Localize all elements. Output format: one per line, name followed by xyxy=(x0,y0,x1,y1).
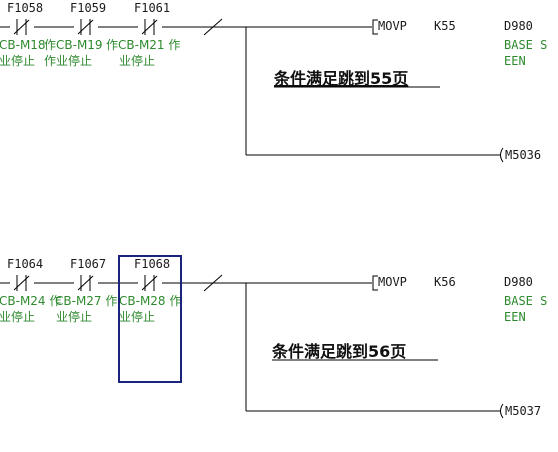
rung-1-instruction-bracket[interactable] xyxy=(372,19,378,35)
rung-2-note: 条件满足跳到56页 xyxy=(271,342,406,361)
rung-1: F1058 F1059 F1061 CB-M18 业停止 作CB-M19 作业停… xyxy=(0,1,547,163)
rung-1-contact-3-device: F1061 xyxy=(134,1,170,15)
rung-1-contact-2-comment-1: 作CB-M19 xyxy=(44,38,103,52)
rung-1-break-mark xyxy=(203,18,223,36)
rung-2-instruction-op: MOVP xyxy=(378,275,407,289)
rung-1-contact-3-comment-1: 作CB-M21 作 xyxy=(106,38,180,52)
rung-2-contact-1-comment-1: CB-M24 作 xyxy=(0,294,61,308)
rung-2-contact-3-device: F1068 xyxy=(134,257,170,271)
rung-1-dst-comment-1: BASE S xyxy=(504,38,547,52)
rung-2-instruction-src: K56 xyxy=(434,275,456,289)
rung-1-contact-3[interactable] xyxy=(138,19,162,35)
rung-1-coil-paren[interactable] xyxy=(500,147,504,163)
rung-1-instruction-dst: D980 xyxy=(504,19,533,33)
rung-2-contact-1[interactable] xyxy=(10,275,34,291)
rung-1-contact-2-comment-2: 作业停止 xyxy=(44,53,92,68)
rung-2-coil-paren[interactable] xyxy=(500,403,504,419)
rung-1-coil-device: M5036 xyxy=(505,148,541,162)
rung-2-dst-comment-2: EEN xyxy=(504,310,526,324)
rung-1-contact-1[interactable] xyxy=(10,19,34,35)
rung-2-coil-device: M5037 xyxy=(505,404,541,418)
rung-2-break-mark xyxy=(203,274,223,292)
rung-2-contact-3-comment-2: 业停止 xyxy=(119,309,155,324)
rung-1-contact-1-comment-1: CB-M18 xyxy=(0,38,46,52)
rung-2-contact-1-comment-2: 业停止 xyxy=(0,309,35,324)
rung-1-contact-1-device: F1058 xyxy=(7,1,43,15)
rung-2-instruction-dst: D980 xyxy=(504,275,533,289)
rung-1-instruction-op: MOVP xyxy=(378,19,407,33)
rung-2-dst-comment-1: BASE S xyxy=(504,294,547,308)
rung-1-contact-3-comment-2: 业停止 xyxy=(119,53,155,68)
rung-2-contact-3[interactable] xyxy=(138,275,162,291)
rung-2-instruction-bracket[interactable] xyxy=(372,275,378,291)
rung-1-dst-comment-2: EEN xyxy=(504,54,526,68)
rung-2-contact-2-device: F1067 xyxy=(70,257,106,271)
selection-cursor[interactable] xyxy=(118,255,182,383)
rung-1-instruction-src: K55 xyxy=(434,19,456,33)
rung-2-contact-2[interactable] xyxy=(74,275,98,291)
rung-1-note: 条件满足跳到55页 xyxy=(273,69,408,88)
rung-2-contact-2-comment-1: CB-M27 作 xyxy=(55,294,117,308)
rung-1-contact-1-comment-2: 业停止 xyxy=(0,53,35,68)
rung-2-contact-1-device: F1064 xyxy=(7,257,43,271)
rung-2-contact-2-comment-2: 业停止 xyxy=(56,309,92,324)
rung-1-contact-2-device: F1059 xyxy=(70,1,106,15)
rung-2: F1064 F1067 F1068 CB-M24 作 业停止 CB-M27 作 … xyxy=(0,257,547,419)
rung-1-contact-2[interactable] xyxy=(74,19,98,35)
rung-2-contact-3-comment-1: CB-M28 作 xyxy=(119,294,181,308)
